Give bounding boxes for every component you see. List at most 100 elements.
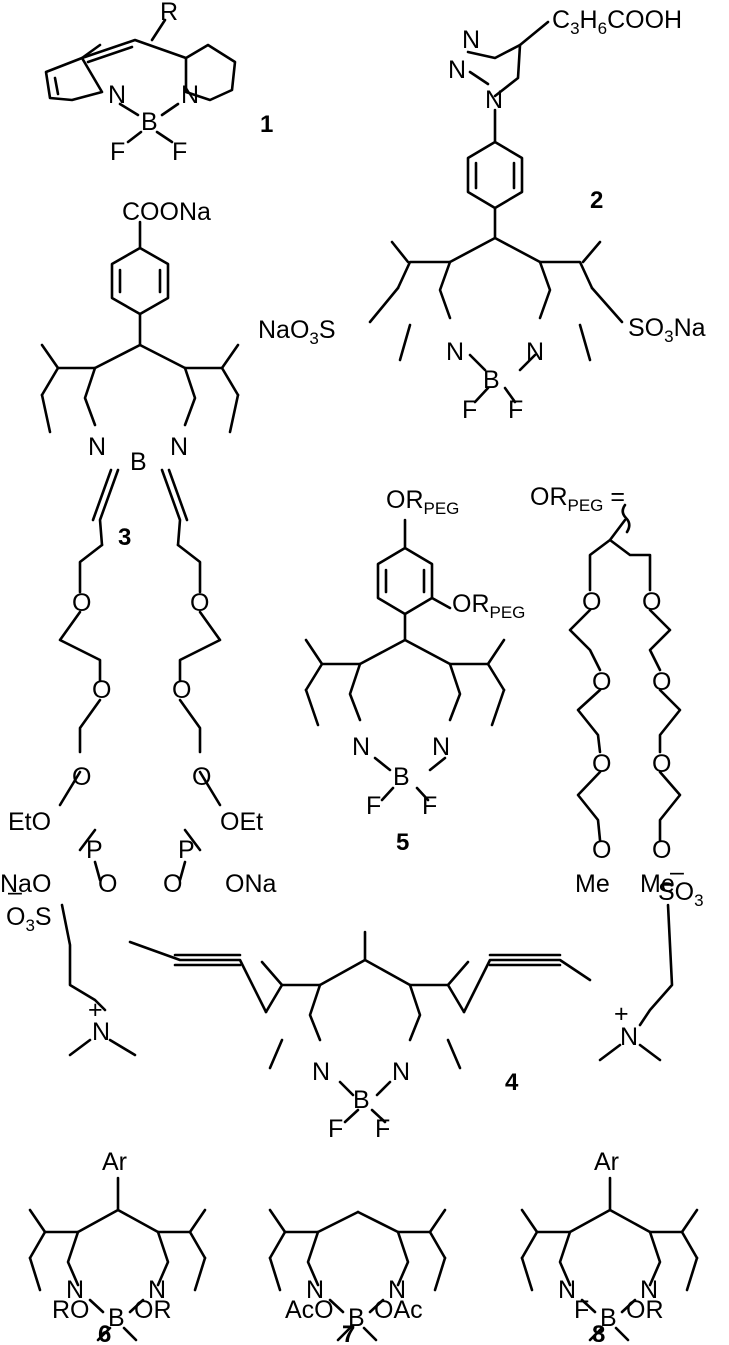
ammonium-nitrogen-label: N bbox=[92, 1018, 110, 1046]
oxygen-label: O bbox=[72, 589, 91, 617]
nitrogen-label: N bbox=[432, 733, 450, 761]
compound-number-8: 8 bbox=[592, 1321, 605, 1345]
oxygen-label: O bbox=[192, 763, 211, 791]
compound-3: COONa N N B O O O O O O P P EtO OEt NaO … bbox=[0, 198, 277, 898]
oxygen-label: O bbox=[98, 870, 117, 898]
acetoxy-label: OAc bbox=[374, 1296, 423, 1324]
compound-7: N N B AcO OAc 7 bbox=[268, 1208, 447, 1345]
oxygen-label: O bbox=[652, 750, 671, 778]
nitrogen-label: N bbox=[485, 86, 503, 114]
compound-5: ORPEG ORPEG N N B F F 5 bbox=[304, 486, 525, 856]
compound-number-5: 5 bbox=[396, 829, 409, 856]
fluorine-label: F bbox=[422, 792, 437, 820]
phosphorus-label: P bbox=[86, 836, 103, 864]
nitrogen-label: N bbox=[558, 1276, 576, 1304]
oxygen-label: O bbox=[652, 836, 671, 864]
anion-charge: – bbox=[670, 858, 684, 886]
acid-chain-label: C3H6COOH bbox=[552, 6, 682, 38]
compound-4: O3S – SO3 – N + N + N N B F F 4 bbox=[6, 858, 704, 1143]
boron-label: B bbox=[483, 366, 500, 394]
compound-number-6: 6 bbox=[98, 1321, 111, 1345]
boron-label: B bbox=[141, 108, 158, 136]
nitrogen-label: N bbox=[446, 338, 464, 366]
oxygen-label: O bbox=[163, 870, 182, 898]
left-sulfonate-label: O3S bbox=[6, 903, 52, 935]
sodium-oxide-label: ONa bbox=[225, 870, 277, 898]
peg-substituent-label: ORPEG bbox=[386, 486, 459, 518]
cation-charge: + bbox=[614, 1000, 629, 1028]
nitrogen-label: N bbox=[392, 1058, 410, 1086]
ethoxy-label: OEt bbox=[220, 808, 263, 836]
alkoxy-label: OR bbox=[626, 1296, 664, 1324]
compound-number-1: 1 bbox=[260, 111, 273, 138]
fluorine-label: F bbox=[328, 1115, 343, 1143]
compound-number-3: 3 bbox=[118, 524, 131, 551]
compound-1: N N B F F R 1 bbox=[44, 0, 273, 166]
oxygen-label: O bbox=[172, 676, 191, 704]
nitrogen-label: N bbox=[640, 1276, 658, 1304]
alkoxy-label: OR bbox=[134, 1296, 172, 1324]
left-sulfonate-label: NaO3S bbox=[258, 316, 336, 348]
oxygen-label: O bbox=[652, 668, 671, 696]
nitrogen-label: N bbox=[312, 1058, 330, 1086]
compound-number-7: 7 bbox=[342, 1321, 355, 1345]
right-sulfonate-label: SO3Na bbox=[628, 314, 706, 346]
nitrogen-label: N bbox=[148, 1276, 166, 1304]
methyl-label: Me bbox=[575, 870, 610, 898]
peg-definition-label: ORPEG = bbox=[530, 483, 625, 515]
boron-label: B bbox=[393, 763, 410, 791]
nitrogen-label: N bbox=[462, 26, 480, 54]
boron-label: B bbox=[353, 1086, 370, 1114]
nitrogen-label: N bbox=[306, 1276, 324, 1304]
nitrogen-label: N bbox=[66, 1276, 84, 1304]
oxygen-label: O bbox=[592, 750, 611, 778]
oxygen-label: O bbox=[582, 588, 601, 616]
nitrogen-label: N bbox=[388, 1276, 406, 1304]
oxygen-label: O bbox=[190, 589, 209, 617]
oxygen-label: O bbox=[592, 836, 611, 864]
compound-6: Ar N N B RO OR 6 bbox=[28, 1148, 207, 1345]
carboxylate-label: COONa bbox=[122, 198, 211, 226]
oxygen-label: O bbox=[592, 668, 611, 696]
fluorine-label: F bbox=[366, 792, 381, 820]
fluorine-label: F bbox=[574, 1296, 589, 1324]
ethoxy-label: EtO bbox=[8, 808, 51, 836]
boron-label: B bbox=[108, 1304, 125, 1332]
nitrogen-label: N bbox=[448, 56, 466, 84]
right-sulfonate-label: SO3 bbox=[658, 878, 704, 910]
fluorine-label: F bbox=[110, 138, 125, 166]
boron-label: B bbox=[600, 1304, 617, 1332]
peg-definition: ORPEG = O O O O O O O O Me Me bbox=[530, 483, 682, 898]
fluorine-label: F bbox=[172, 138, 187, 166]
cation-charge: + bbox=[88, 996, 103, 1024]
nitrogen-label: N bbox=[181, 81, 199, 109]
fluorine-label: F bbox=[508, 396, 523, 424]
fluorine-label: F bbox=[375, 1115, 390, 1143]
boron-label: B bbox=[348, 1304, 365, 1332]
oxygen-label: O bbox=[642, 588, 661, 616]
boron-label: B bbox=[130, 448, 147, 476]
compound-number-4: 4 bbox=[505, 1069, 519, 1096]
nitrogen-label: N bbox=[352, 733, 370, 761]
aryl-label: Ar bbox=[102, 1148, 127, 1176]
phosphorus-label: P bbox=[178, 836, 195, 864]
compound-2: N N N C3H6COOH N N B F F NaO3S SO3Na 2 bbox=[258, 6, 706, 424]
nitrogen-label: N bbox=[170, 433, 188, 461]
compound-8: Ar N N B F OR 8 bbox=[520, 1148, 699, 1345]
nitrogen-label: N bbox=[88, 433, 106, 461]
peg-substituent-label: ORPEG bbox=[452, 590, 525, 622]
acetoxy-label: AcO bbox=[285, 1296, 334, 1324]
nitrogen-label: N bbox=[526, 338, 544, 366]
oxygen-label: O bbox=[92, 676, 111, 704]
alkoxy-label: RO bbox=[52, 1296, 90, 1324]
oxygen-label: O bbox=[72, 763, 91, 791]
anion-charge: – bbox=[8, 878, 22, 906]
sodium-oxide-label: NaO bbox=[0, 870, 51, 898]
r-group-label: R bbox=[160, 0, 178, 26]
aryl-label: Ar bbox=[594, 1148, 619, 1176]
ammonium-nitrogen-label: N bbox=[620, 1023, 638, 1051]
compound-number-2: 2 bbox=[590, 187, 603, 214]
fluorine-label: F bbox=[462, 396, 477, 424]
nitrogen-label: N bbox=[108, 81, 126, 109]
